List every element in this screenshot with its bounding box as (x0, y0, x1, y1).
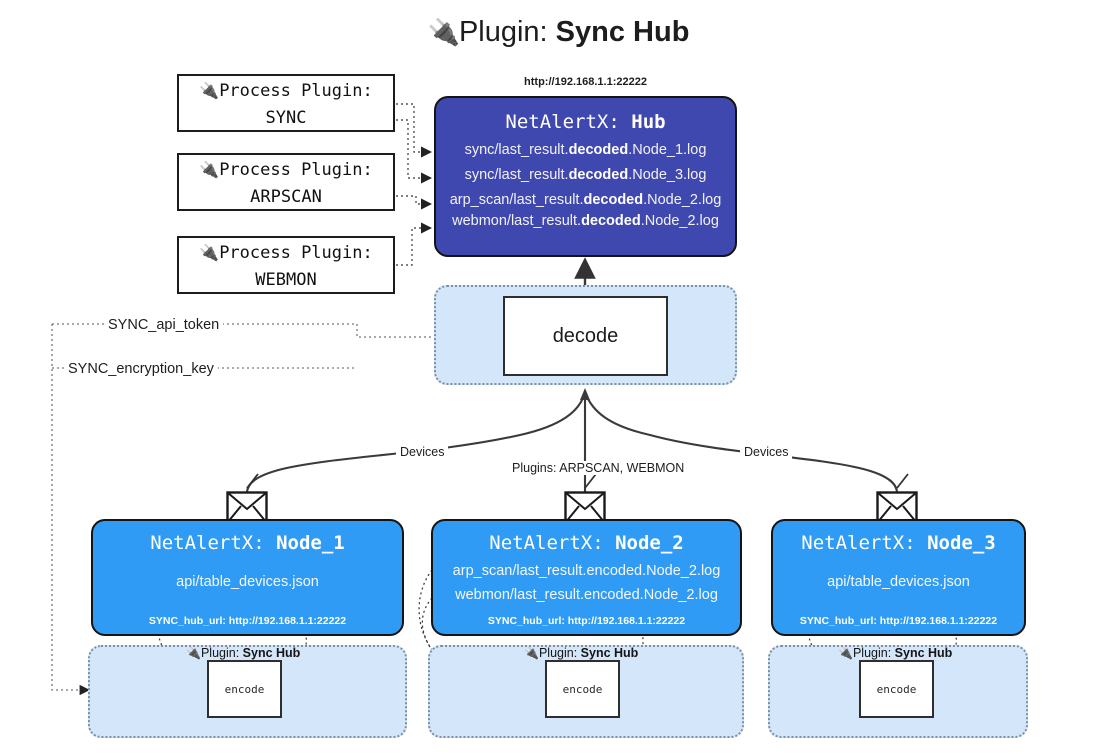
hub-log-line: sync/last_result.decoded.Node_1.log (464, 142, 707, 158)
encode-box-node-1[interactable]: encode (207, 660, 282, 718)
node-hub-url: SYNC_hub_url: http://192.168.1.1:22222 (799, 615, 998, 627)
node-title: NetAlertX: Node_3 (801, 532, 996, 554)
page-title-name: Sync Hub (555, 16, 690, 48)
node-box-node-3[interactable]: NetAlertX: Node_3 api/table_devices.json… (771, 519, 1026, 636)
plug-icon: 🔌 (838, 646, 853, 660)
process-plugin-name: ARPSCAN (250, 187, 322, 207)
node-hub-url: SYNC_hub_url: http://192.168.1.1:22222 (148, 615, 347, 627)
process-plugin-box-sync[interactable]: 🔌Process Plugin: SYNC (177, 74, 395, 132)
plug-icon: 🔌 (199, 81, 220, 100)
node-box-node-2[interactable]: NetAlertX: Node_2 arp_scan/last_result.e… (431, 519, 742, 636)
node-title: NetAlertX: Node_2 (489, 532, 684, 554)
plug-icon: 🔌 (186, 646, 201, 660)
hub-log-line: arp_scan/last_result.decoded.Node_2.log (449, 192, 722, 208)
node-title: NetAlertX: Node_1 (150, 532, 345, 554)
encode-box-node-2[interactable]: encode (545, 660, 620, 718)
plug-icon: 🔌 (199, 160, 220, 179)
page-title-prefix: Plugin: (458, 16, 556, 48)
secret-label-encryption-key: SYNC_encryption_key (64, 361, 218, 377)
node-line: api/table_devices.json (827, 574, 970, 590)
hub-title: NetAlertX: Hub (505, 111, 666, 133)
edge-label-devices-left: Devices (396, 445, 449, 459)
process-plugin-box-webmon[interactable]: 🔌Process Plugin: WEBMON (177, 236, 395, 294)
plugin-label-node-3: 🔌Plugin: Sync Hub (838, 646, 953, 660)
plug-icon: 🔌 (427, 17, 460, 47)
process-plugin-heading: 🔌Process Plugin: (199, 243, 373, 263)
process-plugin-heading: 🔌Process Plugin: (199, 81, 373, 101)
plug-icon: 🔌 (199, 243, 220, 262)
hub-box[interactable]: NetAlertX: Hub sync/last_result.decoded.… (434, 96, 737, 257)
process-plugin-name: SYNC (265, 108, 307, 128)
envelope-icon (564, 491, 606, 529)
secret-label-api-token: SYNC_api_token (104, 317, 224, 333)
node-line: arp_scan/last_result.encoded.Node_2.log (452, 563, 721, 579)
plug-icon: 🔌 (524, 646, 539, 660)
node-box-node-1[interactable]: NetAlertX: Node_1 api/table_devices.json… (91, 519, 404, 636)
process-plugin-box-arpscan[interactable]: 🔌Process Plugin: ARPSCAN (177, 153, 395, 211)
edge-label-devices-right: Devices (740, 445, 793, 459)
edge-label-plugins-center: Plugins: ARPSCAN, WEBMON (508, 461, 689, 475)
process-plugin-name: WEBMON (255, 270, 317, 290)
hub-log-line: sync/last_result.decoded.Node_3.log (464, 167, 707, 183)
plugin-label-node-2: 🔌Plugin: Sync Hub (524, 646, 639, 660)
node-hub-url: SYNC_hub_url: http://192.168.1.1:22222 (487, 615, 686, 627)
hub-url-label: http://192.168.1.1:22222 (524, 76, 647, 88)
plugin-label-node-1: 🔌Plugin: Sync Hub (186, 646, 301, 660)
node-line: api/table_devices.json (176, 574, 319, 590)
page-title: 🔌Plugin: Sync Hub (0, 16, 1117, 49)
process-plugin-heading: 🔌Process Plugin: (199, 160, 373, 180)
encode-box-node-3[interactable]: encode (859, 660, 934, 718)
decode-box[interactable]: decode (503, 296, 668, 376)
node-line: webmon/last_result.encoded.Node_2.log (455, 587, 718, 603)
hub-log-line: webmon/last_result.decoded.Node_2.log (452, 213, 719, 229)
